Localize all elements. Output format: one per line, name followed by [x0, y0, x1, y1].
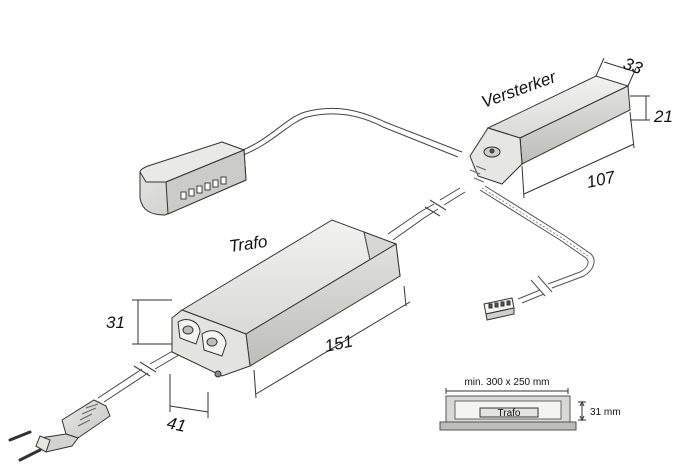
dim-trafo-height: 31	[106, 313, 125, 332]
amplifier-box	[469, 75, 631, 185]
installation-inset: min. 300 x 250 mm Trafo 31 mm	[439, 377, 621, 431]
inset-trafo-box	[479, 407, 539, 418]
trafo-screw-terminals	[177, 319, 227, 378]
trafo-label: Trafo	[228, 232, 269, 256]
plug-pin-lower	[18, 448, 42, 462]
cable-trafo-to-plug	[97, 347, 179, 399]
dim-trafo-width: 41	[165, 413, 187, 436]
distributor-ports	[180, 176, 227, 200]
distributor-box	[139, 141, 247, 216]
dim-versterker-length: 107	[585, 167, 617, 192]
inset-height-label: 31 mm	[590, 407, 621, 418]
trafo-box	[171, 219, 401, 378]
plug-pin-upper	[8, 430, 32, 442]
dimension-lines	[132, 57, 650, 418]
cable-distributor-to-amplifier	[237, 107, 463, 153]
dim-versterker-height: 21	[653, 107, 673, 126]
mains-plug	[8, 399, 111, 462]
led-ribbon-cable	[479, 185, 595, 304]
cable-amplifier-to-trafo	[387, 187, 461, 235]
inset-base	[439, 421, 577, 431]
led-connector	[483, 297, 515, 321]
inset-clearance-label: min. 300 x 250 mm	[464, 377, 549, 388]
dim-trafo-length: 151	[323, 331, 355, 355]
dim-versterker-width: 33	[621, 54, 646, 79]
inset-box-label: Trafo	[498, 408, 521, 419]
